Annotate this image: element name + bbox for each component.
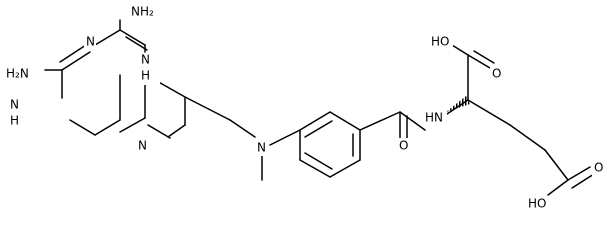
- nh2-top-label: NH₂: [131, 5, 154, 19]
- bond-c7-n8: [167, 124, 186, 138]
- bond-c8a-n8: [147, 124, 171, 139]
- bond-c4-c4a-double: [125, 36, 148, 51]
- n10-label: N: [257, 141, 266, 155]
- stereo-hash-bond: [446, 96, 470, 112]
- n3-label: N: [86, 35, 95, 49]
- bond-ar5-double: [304, 152, 333, 170]
- bonds: [44, 19, 595, 196]
- bond-n3-c2-double: [59, 44, 87, 63]
- bond-ch2-n10: [229, 119, 256, 138]
- bond-co-nh: [399, 111, 426, 131]
- bond-cb-cg: [509, 124, 546, 151]
- n5-h-label: H: [141, 69, 150, 83]
- acid2-o-label: O: [594, 161, 603, 175]
- bond-c4-n3: [94, 29, 121, 46]
- nh2-left-label: H₂N: [6, 67, 29, 81]
- bond-cooh-o: [467, 54, 491, 69]
- bond-ar-co: [359, 111, 401, 131]
- n1-label: N: [10, 98, 19, 112]
- bond-cooh-o-double: [473, 50, 495, 64]
- bond-c8a-n1: [119, 117, 146, 133]
- bond-ca-cb: [467, 99, 511, 126]
- bond-c8a-c4a: [94, 119, 121, 136]
- acid1-o-label: O: [492, 67, 501, 81]
- bond-ar1-double: [304, 120, 333, 138]
- bond-c4-c4a: [119, 29, 146, 46]
- bond-cooh-oh: [451, 44, 469, 56]
- bond-n1-c8a: [69, 119, 96, 136]
- amide-o-label: O: [399, 139, 408, 153]
- bond-cd-o: [567, 166, 591, 181]
- bond-cd-o-double: [571, 173, 595, 189]
- n8-label: N: [138, 139, 147, 153]
- bond-cg-cd: [544, 149, 569, 181]
- bond-cd-oh: [547, 179, 569, 196]
- bond-n3-c2: [61, 51, 91, 71]
- bond-ar1: [299, 111, 331, 131]
- acid2-oh-label: HO: [528, 197, 546, 211]
- atom-labels: NH₂ H₂N N N H N H N N HN O HO O O HO: [4, 4, 606, 212]
- bond-n10-aryl: [269, 129, 301, 146]
- acid1-oh-label: HO: [431, 35, 449, 49]
- amide-nh-label: HN: [425, 111, 443, 125]
- n5-label: N: [141, 53, 150, 67]
- bond-ar5: [299, 159, 331, 178]
- molecule-diagram: NH₂ H₂N N N H N H N N HN O HO O O HO: [4, 4, 606, 212]
- bond-ar2: [329, 111, 361, 131]
- bond-ar4: [329, 159, 361, 178]
- bond-c6-ch2: [184, 96, 231, 121]
- n1-h-label: H: [10, 114, 19, 128]
